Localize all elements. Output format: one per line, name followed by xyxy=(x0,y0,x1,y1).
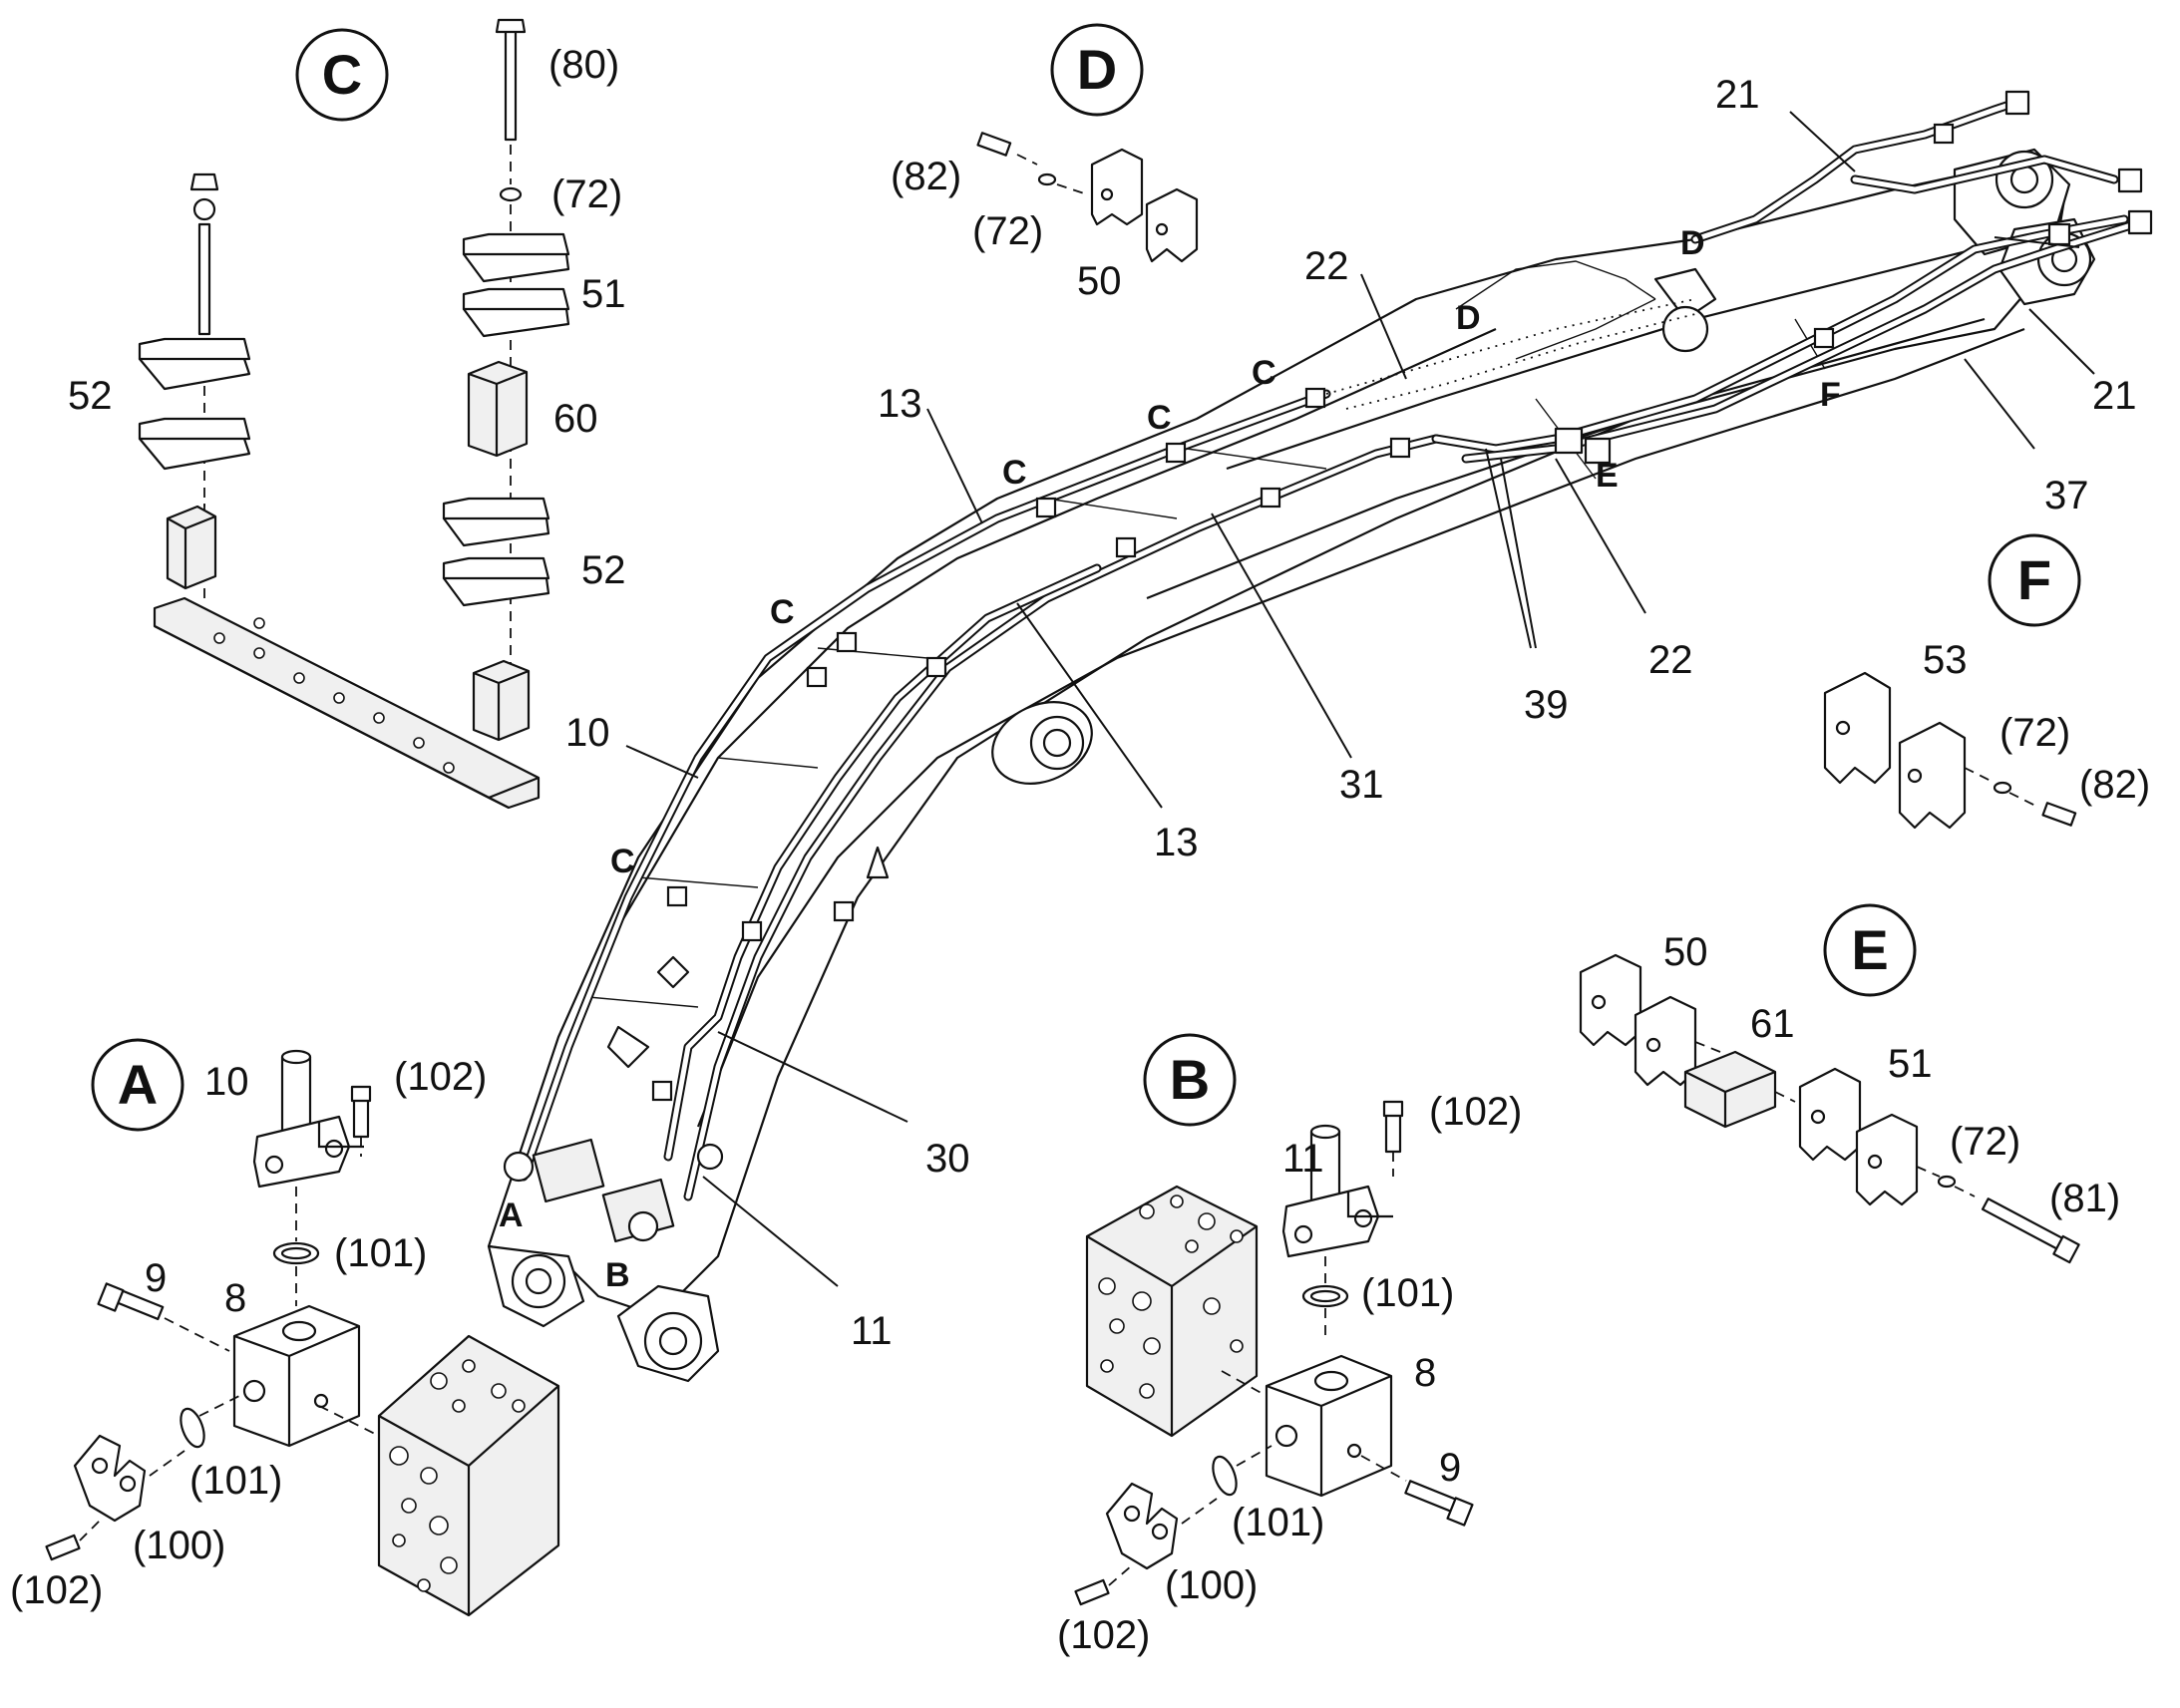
label-9: 9 xyxy=(145,1256,167,1300)
label-13: 13 xyxy=(878,382,922,426)
label-102: (102) xyxy=(1057,1613,1150,1657)
label-101: (101) xyxy=(1232,1501,1324,1544)
detail-b-letter: B xyxy=(1170,1048,1210,1111)
label-100: (100) xyxy=(133,1524,225,1567)
boom-markers: C C C C C D D E F A B xyxy=(499,224,1841,1294)
label-101: (101) xyxy=(189,1459,282,1503)
label-60: 60 xyxy=(553,397,598,441)
label-102: (102) xyxy=(394,1055,487,1099)
label-10: 10 xyxy=(204,1060,249,1104)
detail-e-circle xyxy=(1823,903,1917,997)
label-13: 13 xyxy=(1154,821,1199,864)
detail-c-letter: C xyxy=(322,43,362,106)
label-39: 39 xyxy=(1524,683,1569,727)
detail-d: D (82) (72) 50 xyxy=(891,23,1199,303)
marker-e: E xyxy=(1596,457,1619,495)
detail-a: A 9 8 xyxy=(10,1038,560,1617)
label-52: 52 xyxy=(581,548,626,592)
label-31: 31 xyxy=(1339,763,1384,807)
marker-c: C xyxy=(770,593,795,631)
label-50: 50 xyxy=(1077,259,1122,303)
label-72: (72) xyxy=(1950,1120,2020,1164)
boom-hoses xyxy=(503,90,2153,1243)
label-11: 11 xyxy=(851,1309,893,1353)
label-21: 21 xyxy=(1715,73,1760,117)
label-80: (80) xyxy=(548,43,619,87)
marker-d: D xyxy=(1456,299,1481,337)
detail-b-circle xyxy=(1143,1033,1237,1127)
marker-b: B xyxy=(605,1256,630,1294)
label-11: 11 xyxy=(1282,1137,1324,1181)
label-101: (101) xyxy=(334,1231,427,1275)
detail-f-letter: F xyxy=(2017,548,2051,611)
label-21: 21 xyxy=(2092,374,2137,418)
label-81: (81) xyxy=(2049,1177,2120,1220)
marker-a: A xyxy=(499,1196,524,1234)
label-8: 8 xyxy=(224,1276,246,1320)
detail-d-letter: D xyxy=(1077,38,1117,101)
label-82: (82) xyxy=(891,155,961,198)
detail-f: F 53 (72) (82) xyxy=(1823,533,2150,830)
detail-b: B xyxy=(1057,1033,1522,1657)
label-22: 22 xyxy=(1304,244,1349,288)
marker-f: F xyxy=(1820,376,1841,414)
detail-c: C 52 xyxy=(68,18,626,810)
label-8: 8 xyxy=(1414,1351,1436,1395)
marker-c: C xyxy=(1252,354,1276,392)
label-30: 30 xyxy=(925,1137,970,1181)
detail-a-circle xyxy=(91,1038,184,1132)
label-72: (72) xyxy=(551,172,622,216)
label-10: 10 xyxy=(565,711,610,755)
label-9: 9 xyxy=(1439,1446,1461,1490)
label-100: (100) xyxy=(1165,1563,1258,1607)
label-51: 51 xyxy=(581,272,626,316)
label-37: 37 xyxy=(2044,474,2089,517)
label-22: 22 xyxy=(1648,638,1693,682)
boom-callouts: 21 21 22 22 37 39 31 13 13 10 30 11 xyxy=(565,73,2137,1353)
detail-e-letter: E xyxy=(1851,918,1888,981)
marker-d: D xyxy=(1680,224,1705,262)
label-102: (102) xyxy=(1429,1090,1522,1134)
marker-c: C xyxy=(1147,399,1172,437)
label-53: 53 xyxy=(1923,638,1968,682)
label-61: 61 xyxy=(1750,1002,1795,1046)
label-52: 52 xyxy=(68,374,113,418)
label-101: (101) xyxy=(1361,1271,1454,1315)
detail-a-letter: A xyxy=(118,1053,158,1116)
label-102: (102) xyxy=(10,1568,103,1612)
detail-e: E 50 61 51 (72) (81) xyxy=(1579,903,2120,1264)
label-72: (72) xyxy=(1999,711,2070,755)
marker-c: C xyxy=(1002,454,1027,492)
detail-d-circle xyxy=(1050,23,1144,117)
label-82: (82) xyxy=(2079,763,2150,807)
detail-f-circle xyxy=(1988,533,2081,627)
label-51: 51 xyxy=(1888,1042,1933,1086)
label-72: (72) xyxy=(972,209,1043,253)
detail-c-circle xyxy=(295,28,389,122)
marker-c: C xyxy=(610,843,635,880)
label-50: 50 xyxy=(1663,930,1708,974)
